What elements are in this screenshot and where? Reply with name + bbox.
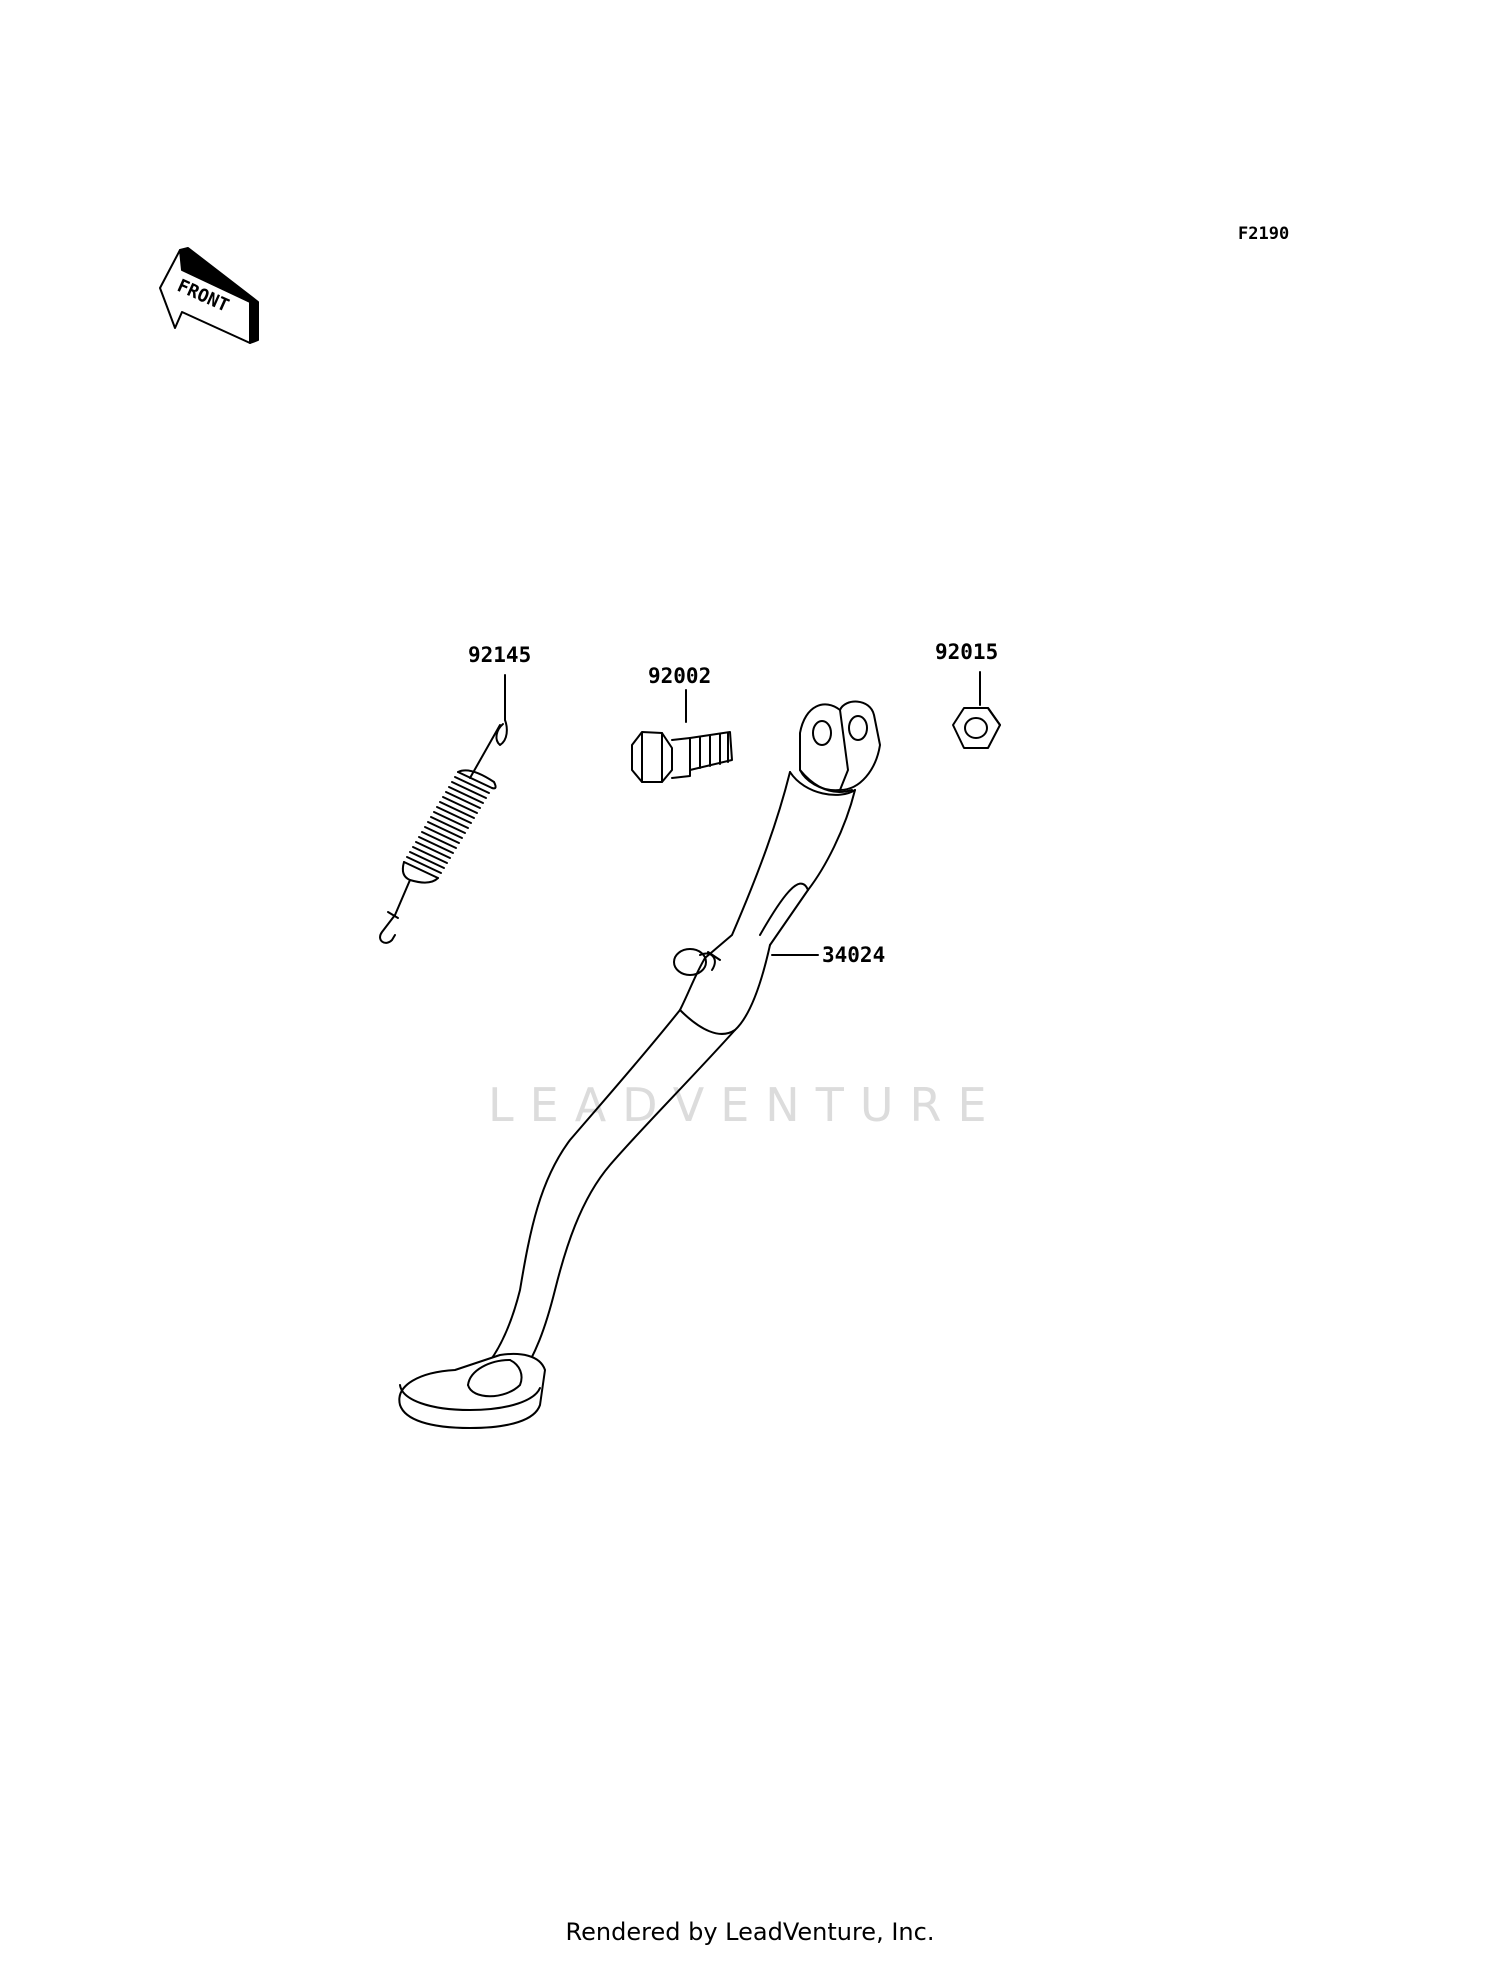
spring-92145 [379,674,508,944]
callout-92145: 92145 [468,643,532,667]
side-stand-34024 [398,700,881,1429]
footer-credit: Rendered by LeadVenture, Inc. [565,1918,935,1946]
watermark-text: LEADVENTURE [488,1078,1003,1132]
nut-92015 [952,671,1001,749]
callout-92002: 92002 [648,664,712,688]
callout-34024: 34024 [822,943,886,967]
front-arrow-icon: FRONT [159,247,259,344]
callout-92015: 92015 [935,640,999,664]
figure-code: F2190 [1238,224,1290,244]
bolt-92002 [631,689,733,783]
